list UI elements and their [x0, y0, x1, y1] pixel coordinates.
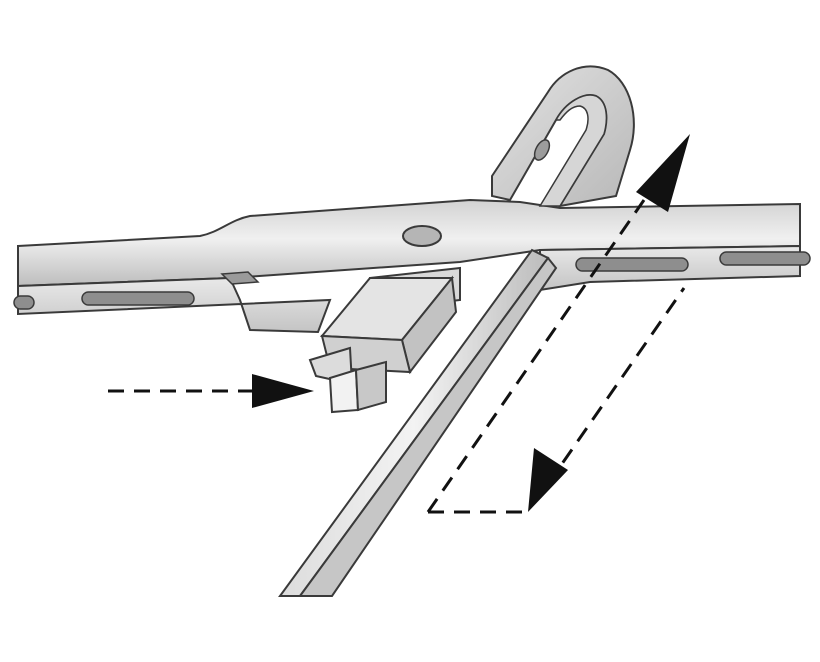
hook-hole [533, 139, 551, 161]
blade-slot [719, 251, 811, 266]
locking-tab [308, 266, 461, 414]
blade-slot [81, 291, 195, 306]
wiper-blade [13, 198, 811, 334]
double-arrow-diagonal-icon [426, 134, 690, 514]
arm-hook [491, 65, 635, 208]
blade-rivet [402, 225, 442, 247]
blade-slot [575, 257, 689, 272]
wiper-arm [278, 248, 558, 597]
blade-slot [13, 295, 35, 310]
arrow-right-icon [108, 374, 314, 408]
